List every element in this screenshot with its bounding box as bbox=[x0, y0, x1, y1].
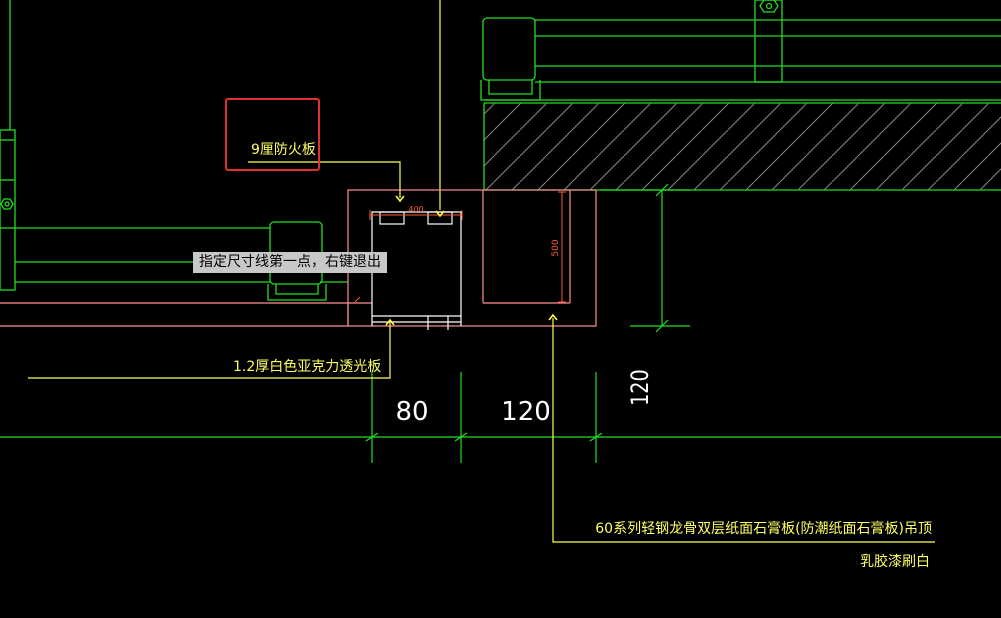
left-steel-structure bbox=[0, 0, 16, 291]
selection-highlight-box bbox=[225, 98, 320, 171]
dim-120-vertical-label: 120 bbox=[627, 369, 655, 406]
fire-board-section bbox=[0, 189, 597, 327]
command-prompt-tooltip: 指定尺寸线第一点，右键退出 bbox=[193, 252, 387, 273]
dimension-chain-horizontal bbox=[365, 372, 603, 463]
left-rails bbox=[0, 227, 1001, 438]
label-ceiling-line2: 乳胶漆刷白 bbox=[860, 553, 930, 570]
dim-400: 400 bbox=[408, 205, 423, 214]
right-steel-structure bbox=[480, 0, 1001, 101]
concrete-slab bbox=[483, 99, 1001, 191]
dimension-120-vertical bbox=[600, 183, 690, 333]
dim-120-horizontal-label: 120 bbox=[501, 397, 551, 427]
label-acrylic-panel: 1.2厚白色亚克力透光板 bbox=[233, 358, 381, 375]
dim-500: 500 bbox=[551, 239, 561, 256]
arrow-down-icon bbox=[395, 195, 445, 218]
hex-nut-icon bbox=[759, 0, 779, 13]
hex-nut-icon bbox=[0, 198, 14, 210]
arrow-up-icon bbox=[385, 313, 558, 326]
label-ceiling-line1: 60系列轻钢龙骨双层纸面石膏板(防潮纸面石膏板)吊顶 bbox=[595, 520, 932, 537]
leader-lines bbox=[28, 161, 935, 543]
red-dimension-marks bbox=[354, 191, 566, 303]
dim-80-label: 80 bbox=[395, 397, 428, 427]
label-fire-board: 9厘防火板 bbox=[251, 142, 316, 158]
